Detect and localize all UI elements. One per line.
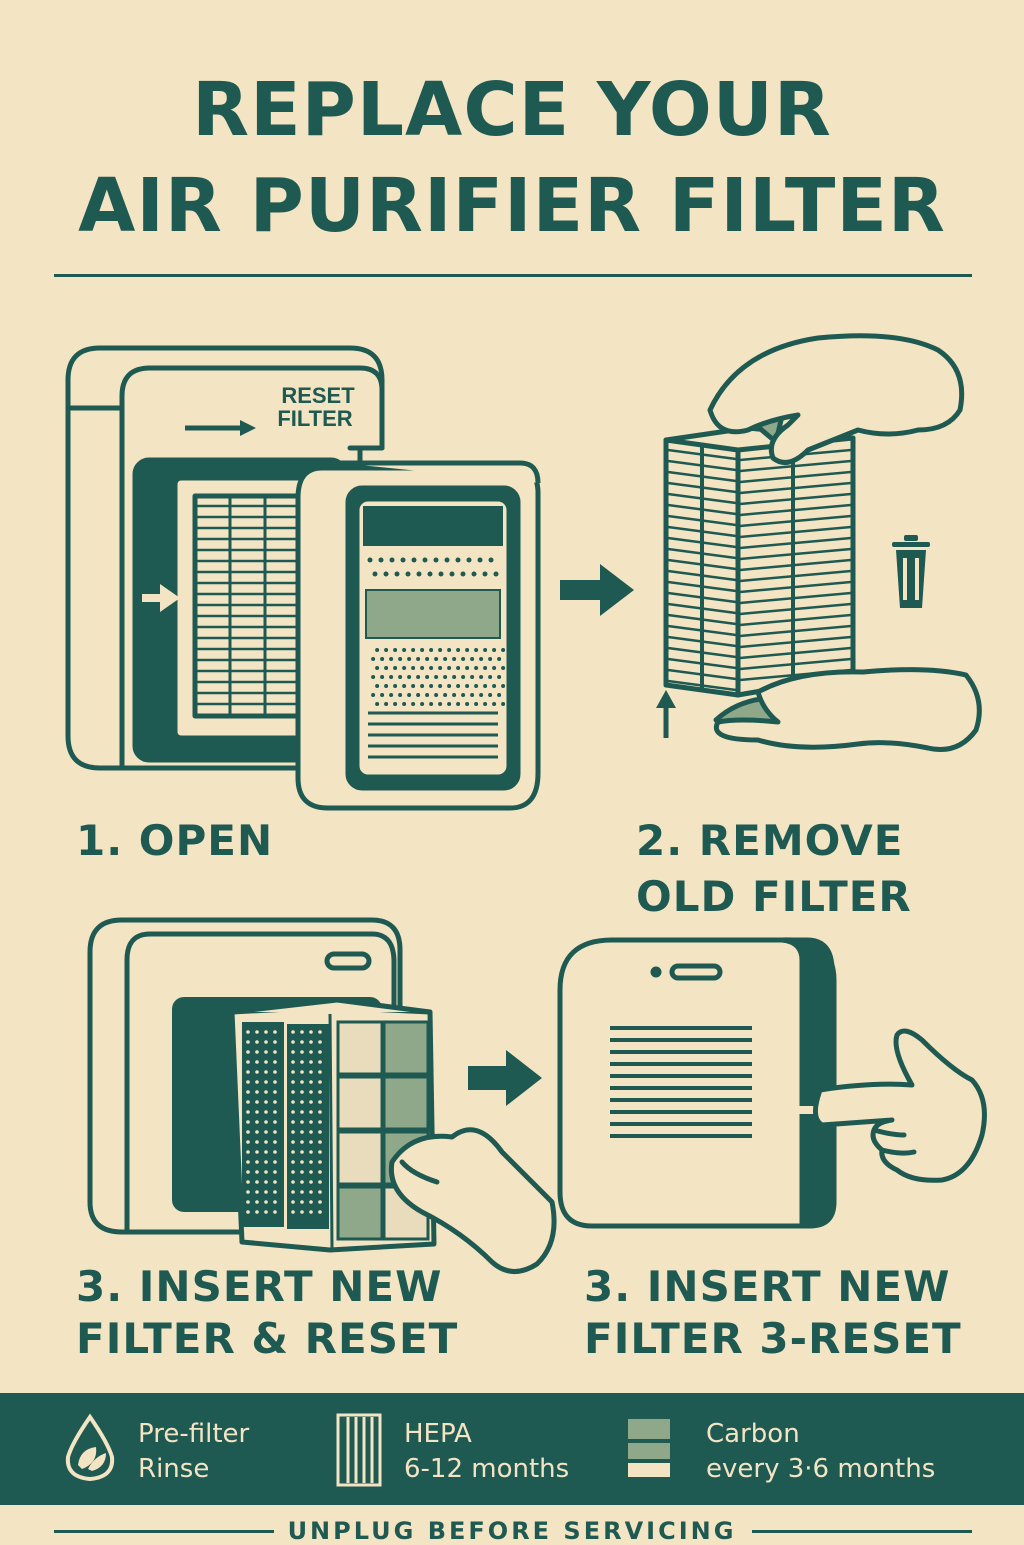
legend-carbon-line-1: Carbon [706,1419,800,1449]
warning-rule-left [54,1530,274,1533]
legend-hepa-line-2: 6-12 months [404,1454,570,1484]
reset-filter-line-1: RESET [281,383,355,408]
step-3-label: 3. INSERT NEW FILTER & RESET [76,1262,458,1364]
legend-hepa-line-1: HEPA [404,1419,472,1449]
water-drop-leaf-icon [65,1413,115,1482]
reset-filter-line-2: FILTER [277,406,352,431]
step-1-open-illustration: RESET FILTER [65,345,541,811]
legend-prefilter-line-1: Pre-filter [138,1419,250,1449]
step-3-insert-illustration [87,917,557,1274]
title-line-1: REPLACE YOUR [192,67,832,153]
step-4-label-line-2: FILTER 3-RESET [584,1314,962,1363]
page-title: REPLACE YOUR AIR PURIFIER FILTER [0,62,1024,254]
step-2-label: 2. REMOVE OLD FILTER [636,816,912,922]
hepa-stripes-icon [336,1413,382,1487]
legend-prefilter-line-2: Rinse [138,1454,210,1484]
trash-can-icon [892,535,930,608]
step-4-label: 3. INSERT NEW FILTER 3-RESET [584,1262,962,1364]
step-2-remove-illustration [656,333,982,752]
step-2-label-line-2: OLD FILTER [636,872,912,921]
title-line-2: AIR PURIFIER FILTER [78,163,946,249]
warning-rule-right [752,1530,972,1533]
title-divider [54,274,972,277]
filter-legend-banner: Pre-filter Rinse HEPA 6-12 months Carbon… [0,1393,1024,1505]
step-1-label: 1. OPEN [76,816,274,865]
legend-carbon-line-2: every 3·6 months [706,1454,936,1484]
step-4-reset-illustration [557,937,987,1229]
step-3-label-line-2: FILTER & RESET [76,1314,459,1363]
step-4-label-line-1: 3. INSERT NEW [584,1262,951,1311]
arrow-step-1-to-2 [560,564,634,616]
arrow-step-3-to-4 [468,1050,542,1106]
step-3-label-line-1: 3. INSERT NEW [76,1262,443,1311]
carbon-block-icon [628,1419,670,1477]
step-2-label-line-1: 2. REMOVE [636,816,904,865]
